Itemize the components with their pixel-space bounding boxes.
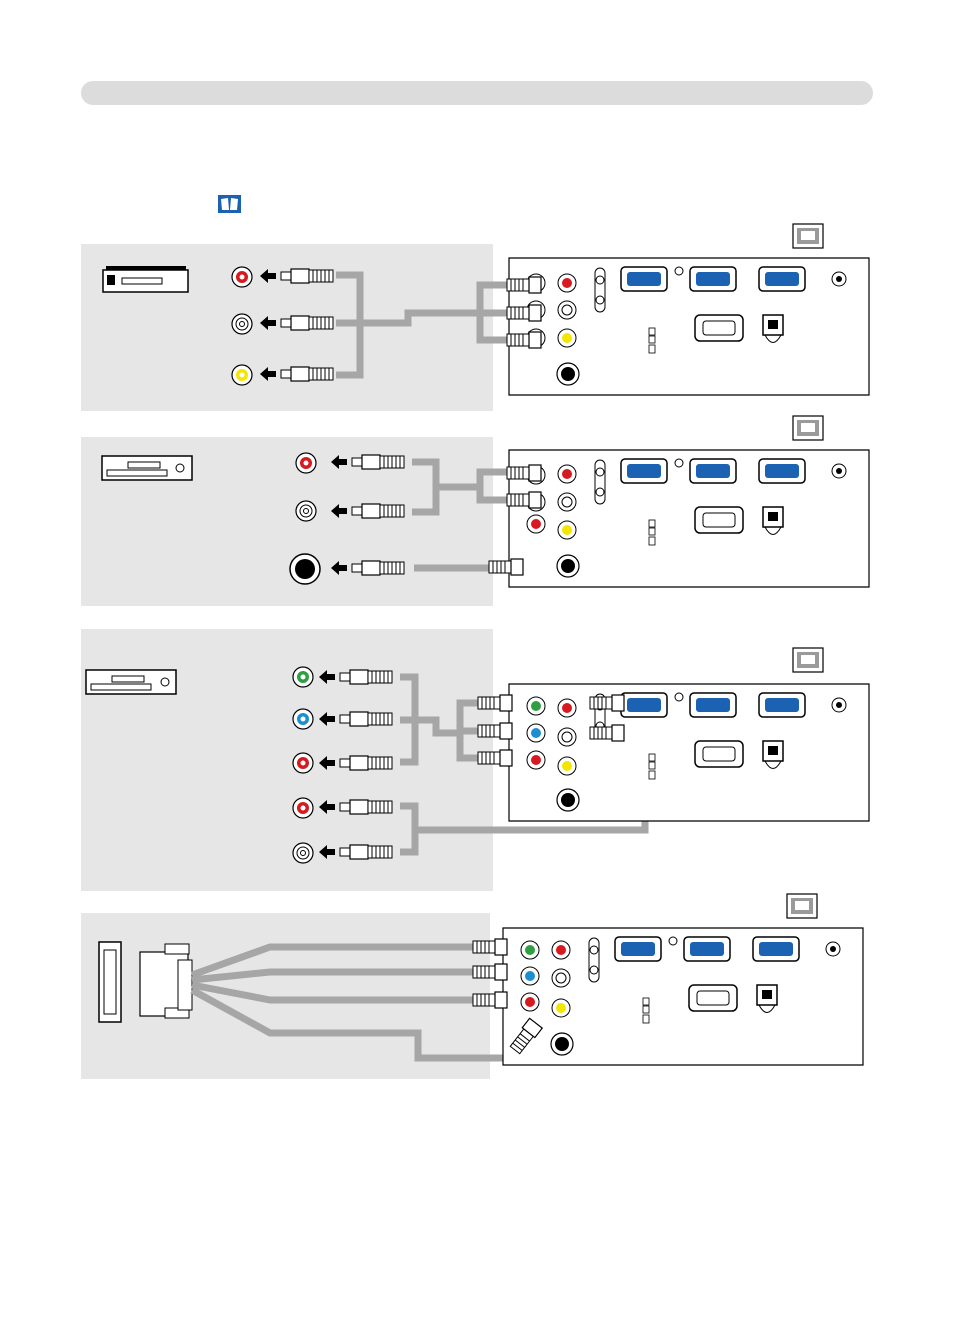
diagram-dvd-component [86, 648, 869, 863]
diagram-dvd-svideo [102, 416, 869, 587]
diagram-scart [99, 894, 863, 1065]
dvd-player-icon [102, 456, 192, 480]
vcr-icon [103, 266, 188, 292]
diagram-vcr [103, 224, 869, 395]
dvd-player-icon-2 [86, 670, 176, 694]
scart-connector-icon [99, 942, 192, 1022]
